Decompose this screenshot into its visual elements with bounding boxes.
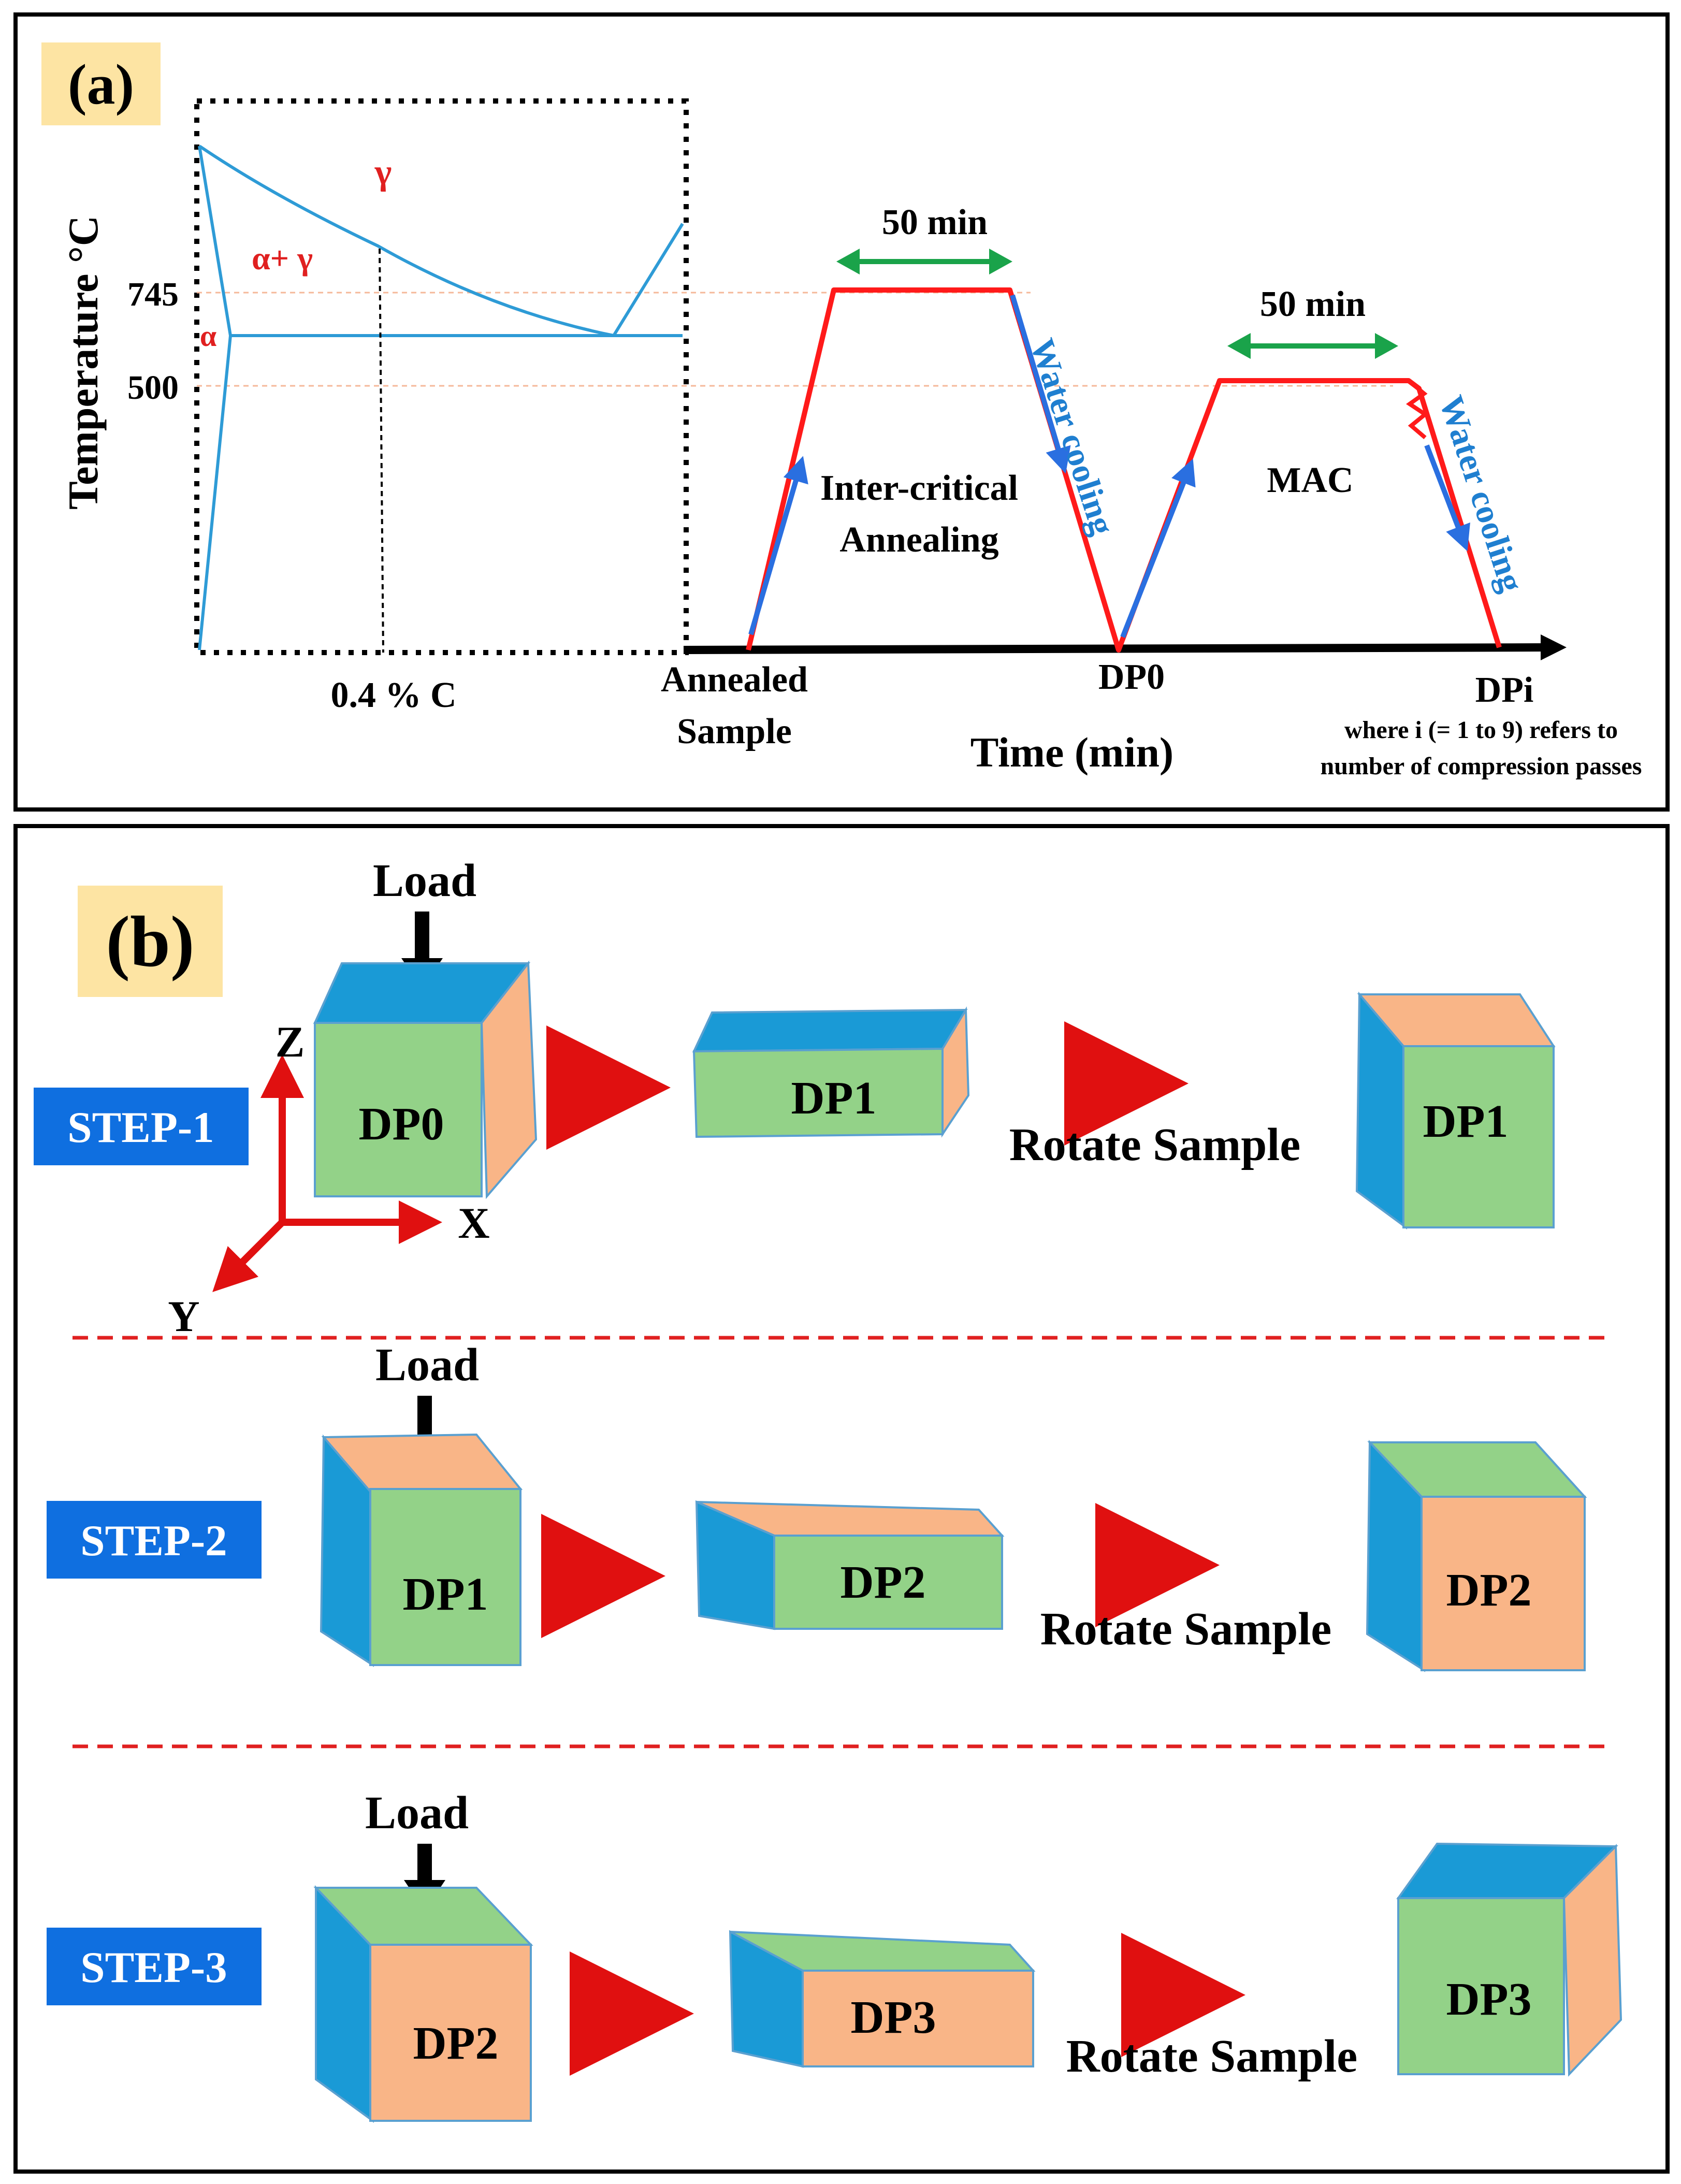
cube-side-face [1562,1844,1622,2077]
time-axis-arrowhead [1541,634,1567,660]
cube-label: DP1 [403,1569,488,1620]
step-1-row: STEP-1 Load DP0 DP1 Rotate Sample [34,855,1556,1230]
step-1-badge-text: STEP-1 [67,1103,214,1152]
heating-arrow-1 [748,456,808,635]
phase-alpha: α [200,319,216,353]
hold-label-1: 50 min [882,203,988,242]
cube-label: DP2 [1446,1565,1532,1616]
load-label-2: Load [375,1339,479,1391]
cube-before-1: DP0 [313,960,538,1199]
hold-arrow-1 [836,249,1012,274]
step-3-badge-text: STEP-3 [80,1943,227,1992]
panel-a-label: (a) [68,53,134,116]
step-2-badge [47,1501,262,1579]
panel-b-label: (b) [106,902,194,982]
panel-b-label-bg [78,886,223,997]
phase-gamma: γ [374,152,392,192]
cube-front-face [692,1047,944,1138]
cube-top-face [692,1008,968,1053]
cube-label: DP0 [359,1098,444,1150]
y-axis [212,1220,285,1292]
panel-a-frame [13,12,1670,812]
cube-front-face [1397,1897,1565,2075]
cube-label: DP2 [840,1557,926,1608]
time-axis-label: Time (min) [970,729,1174,776]
note-line1: where i (= 1 to 9) refers to [1344,716,1618,744]
step-1-badge [34,1088,249,1165]
hold-arrow-2 [1227,333,1398,359]
load-label-1: Load [373,855,476,906]
cube-label: DP1 [791,1073,877,1124]
heating-arrow-2 [1120,458,1196,638]
a3-line [198,144,614,337]
rotate-label-3: Rotate Sample [1066,2031,1357,2082]
cube-front-face [1421,1496,1586,1671]
cube-front-face [773,1535,1003,1630]
cube-front-face [369,1944,532,2122]
point-dp0: DP0 [1098,657,1165,697]
hold-label-2: 50 min [1260,284,1366,324]
cube-front-face [314,1022,483,1197]
cube-label: DP3 [851,1992,936,2043]
point-dpi: DPi [1475,670,1534,710]
water-cooling-label-1: Water cooling [1023,334,1122,539]
rotate-label-1: Rotate Sample [1009,1119,1300,1170]
acm-line [612,223,684,337]
panel-b-frame [13,824,1670,2174]
carbon-label: 0.4 % C [330,675,456,715]
cube-rotated-2: DP2 [1366,1440,1587,1672]
cube-rotated-1: DP1 [1355,991,1556,1230]
tick-500: 500 [127,369,179,407]
cube-front-face [1402,1045,1555,1228]
tick-745: 745 [127,276,179,313]
point-annealed-line2: Sample [677,712,792,751]
carbon-dashed-line [379,248,384,653]
phase-diagram-dotted-box [194,98,689,655]
cube-label: DP3 [1446,1974,1532,2025]
z-axis-label: Z [276,1018,305,1066]
cube-compressed-1: DP1 [692,1006,970,1138]
zigzag-break [1405,379,1429,440]
cube-label: DP2 [413,2018,499,2069]
panel-b: (b) Z X Y STEP-1 Load DP0 [13,824,1670,2174]
cube-side-face [480,960,538,1199]
cooling-arrow-1 [1010,294,1071,474]
cube-front-face [802,1970,1034,2067]
rotate-label-2: Rotate Sample [1040,1603,1331,1655]
y-axis-label-b: Y [168,1292,199,1341]
phase-alpha-gamma: α+ γ [252,240,313,277]
stage-1-line1: Inter-critical [820,468,1018,508]
note-line2: number of compression passes [1321,753,1642,780]
x-axis-label: X [458,1199,489,1248]
step-3-badge [47,1928,262,2005]
step-2-badge-text: STEP-2 [80,1516,227,1565]
cube-before-2: DP1 [320,1433,523,1667]
y-axis-label: Temperature °C [60,215,107,510]
phase-diagram: γ α+ γ α Temperature °C 745 500 0.4 % C [60,98,1393,715]
cooling-arrow-2 [1424,444,1470,552]
panel-a-label-bg [41,42,161,125]
cube-rotated-3: DP3 [1396,1842,1622,2077]
time-axis [683,643,1546,654]
cube-front-face [369,1488,521,1666]
step-2-row: STEP-2 Load DP1 DP2 Rotate Sample [47,1339,1587,1672]
cube-before-3: DP2 [313,1885,533,2123]
cube-compressed-2: DP2 [695,1500,1005,1630]
point-annealed-line1: Annealed [661,660,808,700]
stage-1-line2: Annealing [839,520,998,560]
stage-2-label: MAC [1267,460,1353,500]
processing-schedule: 50 min 50 min Water cooling Water coolin… [661,203,1642,780]
alpha-boundary [198,146,233,650]
panel-a: (a) γ α+ γ α Temperature °C 745 500 0.4 … [13,12,1670,812]
coordinate-axes: Z X Y [168,1018,489,1341]
cube-label: DP1 [1423,1096,1509,1147]
step-3-row: STEP-3 Load DP2 DP3 Rotate Sample [47,1787,1622,2123]
cube-compressed-3: DP3 [729,1930,1036,2068]
load-label-3: Load [365,1787,469,1839]
